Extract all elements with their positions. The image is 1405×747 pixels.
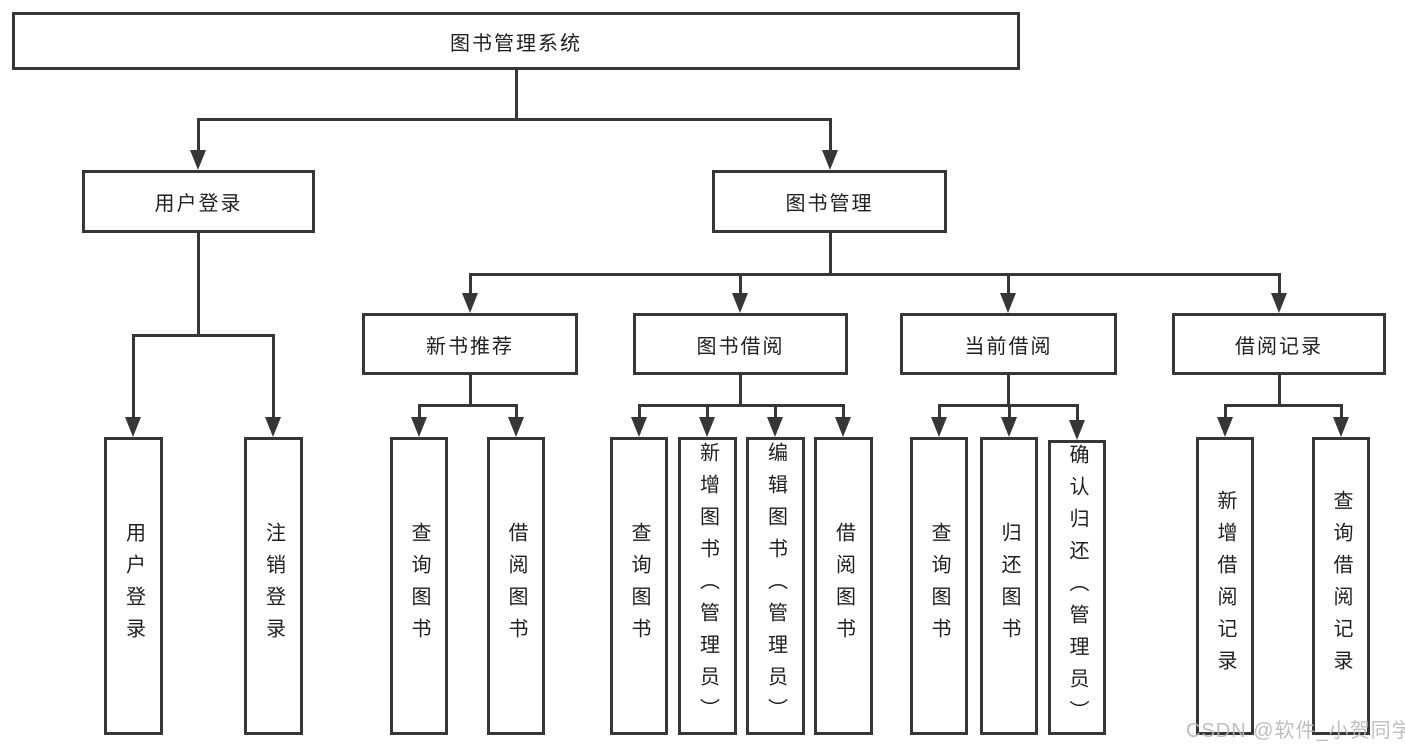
connector-line — [1008, 404, 1011, 419]
arrow-down-icon — [1001, 417, 1017, 437]
leaf-query-borrow-record-label: 查询借阅记录 — [1330, 490, 1352, 682]
node-root-label: 图书管理系统 — [450, 32, 582, 55]
arrow-down-icon — [265, 417, 281, 437]
csdn-watermark: CSDN @软件_小贺同学 — [1186, 720, 1405, 742]
connector-line — [132, 334, 135, 419]
arrow-down-icon — [732, 293, 748, 313]
leaf-return-books: 归还图书 — [980, 437, 1038, 735]
connector-line — [1278, 273, 1281, 295]
connector-line — [469, 273, 1280, 276]
connector-line — [842, 404, 845, 419]
node-new-book-recommend-label: 新书推荐 — [426, 335, 514, 358]
leaf-current-query-books-label: 查询图书 — [928, 522, 950, 650]
leaf-add-borrow-record: 新增借阅记录 — [1196, 437, 1254, 735]
connector-line — [272, 334, 275, 419]
leaf-query-borrow-record: 查询借阅记录 — [1312, 437, 1370, 735]
leaf-add-borrow-record-label: 新增借阅记录 — [1214, 490, 1236, 682]
connector-line — [638, 404, 845, 407]
leaf-borrow-query-books: 查询图书 — [610, 437, 668, 735]
arrow-down-icon — [699, 417, 715, 437]
node-user-login: 用户登录 — [82, 170, 315, 233]
arrow-down-icon — [835, 417, 851, 437]
connector-line — [1224, 404, 1343, 407]
connector-line — [739, 273, 742, 295]
leaf-user-login-label: 用户登录 — [122, 522, 145, 650]
arrow-down-icon — [1069, 420, 1085, 440]
arrow-down-icon — [125, 417, 141, 437]
arrow-down-icon — [1217, 417, 1233, 437]
node-book-management: 图书管理 — [712, 170, 947, 233]
connector-line — [469, 273, 472, 295]
connector-line — [1007, 374, 1010, 405]
arrow-down-icon — [1333, 417, 1349, 437]
connector-line — [829, 232, 832, 274]
node-new-book-recommend: 新书推荐 — [362, 313, 578, 375]
connector-line — [938, 404, 941, 419]
leaf-confirm-return-admin: 确认归还（管理员） — [1048, 440, 1106, 735]
node-root: 图书管理系统 — [12, 12, 1020, 70]
node-user-login-label: 用户登录 — [154, 193, 243, 215]
leaf-edit-books-admin-label: 编辑图书（管理员） — [764, 442, 787, 730]
leaf-edit-books-admin: 编辑图书（管理员） — [746, 437, 805, 735]
arrow-down-icon — [462, 293, 478, 313]
connector-line — [1224, 404, 1227, 419]
arrow-down-icon — [190, 150, 206, 170]
connector-line — [197, 118, 832, 121]
connector-line — [739, 374, 742, 405]
arrow-down-icon — [631, 417, 647, 437]
leaf-recommend-borrow-books-label: 借阅图书 — [505, 522, 527, 650]
node-borrow-records: 借阅记录 — [1172, 313, 1386, 375]
leaf-user-login: 用户登录 — [104, 437, 163, 735]
arrow-down-icon — [767, 417, 783, 437]
connector-line — [1278, 374, 1281, 405]
connector-line — [774, 404, 777, 419]
connector-line — [469, 374, 472, 405]
connector-line — [706, 404, 709, 419]
leaf-return-books-label: 归还图书 — [998, 522, 1020, 650]
connector-line — [515, 404, 518, 419]
arrow-down-icon — [508, 417, 524, 437]
leaf-recommend-query-books: 查询图书 — [390, 437, 448, 735]
arrow-down-icon — [411, 417, 427, 437]
leaf-borrow-borrow-books: 借阅图书 — [814, 437, 873, 735]
leaf-confirm-return-admin-label: 确认归还（管理员） — [1066, 443, 1088, 732]
connector-line — [418, 404, 421, 419]
connector-line — [1340, 404, 1343, 419]
arrow-down-icon — [931, 417, 947, 437]
arrow-down-icon — [1000, 293, 1016, 313]
connector-line — [638, 404, 641, 419]
arrow-down-icon — [822, 150, 838, 170]
leaf-add-books-admin-label: 新增图书（管理员） — [696, 442, 719, 730]
leaf-logout-label: 注销登录 — [262, 522, 285, 650]
leaf-current-query-books: 查询图书 — [910, 437, 968, 735]
node-book-borrow-label: 图书借阅 — [696, 335, 785, 358]
connector-line — [132, 334, 275, 337]
leaf-borrow-borrow-books-label: 借阅图书 — [832, 522, 855, 650]
node-borrow-records-label: 借阅记录 — [1235, 335, 1323, 358]
leaf-logout: 注销登录 — [244, 437, 303, 735]
leaf-add-books-admin: 新增图书（管理员） — [678, 437, 737, 735]
leaf-borrow-query-books-label: 查询图书 — [628, 522, 650, 650]
connector-line — [197, 232, 200, 335]
node-current-borrow: 当前借阅 — [900, 313, 1117, 375]
node-book-management-label: 图书管理 — [785, 193, 874, 215]
node-book-borrow: 图书借阅 — [633, 313, 848, 375]
connector-line — [515, 70, 518, 119]
connector-line — [1076, 404, 1079, 422]
connector-line — [1007, 273, 1010, 295]
connector-line — [829, 118, 832, 152]
connector-line — [418, 404, 518, 407]
node-current-borrow-label: 当前借阅 — [964, 335, 1053, 358]
connector-line — [197, 118, 200, 152]
arrow-down-icon — [1271, 293, 1287, 313]
leaf-recommend-query-books-label: 查询图书 — [408, 522, 430, 650]
leaf-recommend-borrow-books: 借阅图书 — [487, 437, 545, 735]
